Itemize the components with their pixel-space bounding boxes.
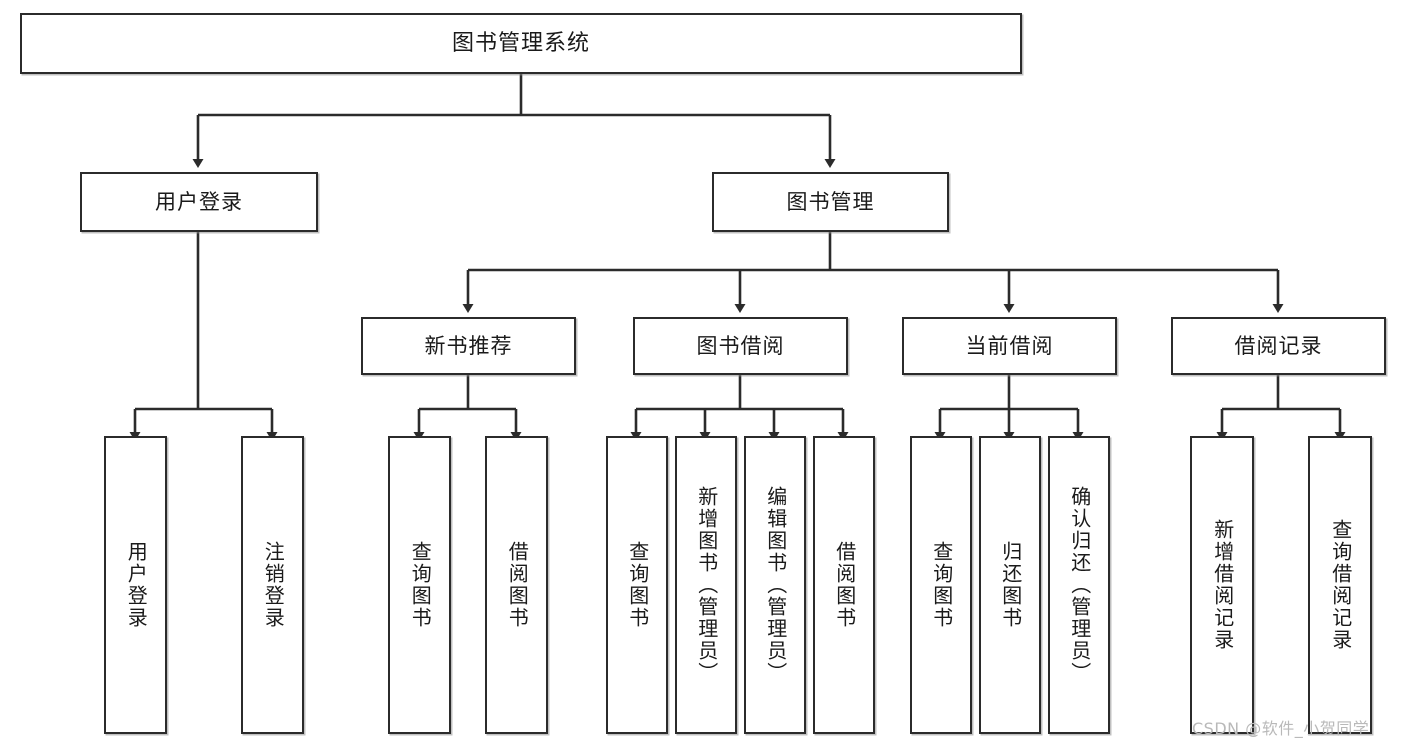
node-new-book-recommend[interactable]: 新书推荐 [361,317,576,375]
leaf-current-confirm-return-admin[interactable]: 确认归还（管理员） [1048,436,1110,734]
leaf-user-login-login[interactable]: 用户登录 [104,436,167,734]
node-label: 图书借阅 [696,333,785,358]
node-borrow-record[interactable]: 借阅记录 [1171,317,1386,375]
csdn-watermark: CSDN @软件_小贺同学 [1192,719,1370,738]
node-label: 图书管理 [786,189,875,214]
leaf-user-login-logout[interactable]: 注销登录 [241,436,304,734]
leaf-borrow-query-book[interactable]: 查询图书 [606,436,668,734]
node-root-system[interactable]: 图书管理系统 [20,13,1022,74]
leaf-current-query-book[interactable]: 查询图书 [910,436,972,734]
node-label: 查询借阅记录 [1328,519,1353,651]
node-label: 用户登录 [124,541,149,629]
node-label: 借阅图书 [832,541,857,629]
node-label: 编辑图书（管理员） [763,486,788,684]
node-label: 借阅图书 [505,541,530,629]
node-current-borrow[interactable]: 当前借阅 [902,317,1117,375]
leaf-record-query-record[interactable]: 查询借阅记录 [1308,436,1372,734]
leaf-borrow-add-book-admin[interactable]: 新增图书（管理员） [675,436,737,734]
node-label: 归还图书 [998,541,1023,629]
node-label: 借阅记录 [1234,333,1323,358]
node-label: 图书管理系统 [451,30,590,56]
node-label: 查询图书 [408,541,433,629]
node-label: 新增图书（管理员） [694,486,719,684]
node-user-login[interactable]: 用户登录 [80,172,318,232]
leaf-record-add-record[interactable]: 新增借阅记录 [1190,436,1254,734]
node-book-borrow[interactable]: 图书借阅 [633,317,848,375]
leaf-current-return-book[interactable]: 归还图书 [979,436,1041,734]
node-label: 新增借阅记录 [1210,519,1235,651]
leaf-recommend-query-book[interactable]: 查询图书 [388,436,451,734]
node-label: 确认归还（管理员） [1067,486,1092,684]
node-label: 注销登录 [261,541,286,629]
node-book-management[interactable]: 图书管理 [712,172,949,232]
node-label: 新书推荐 [424,333,513,358]
leaf-borrow-borrow-book[interactable]: 借阅图书 [813,436,875,734]
node-label: 查询图书 [625,541,650,629]
node-label: 查询图书 [929,541,954,629]
node-label: 当前借阅 [965,333,1054,358]
node-label: 用户登录 [155,189,243,214]
leaf-recommend-borrow-book[interactable]: 借阅图书 [485,436,548,734]
leaf-borrow-edit-book-admin[interactable]: 编辑图书（管理员） [744,436,806,734]
